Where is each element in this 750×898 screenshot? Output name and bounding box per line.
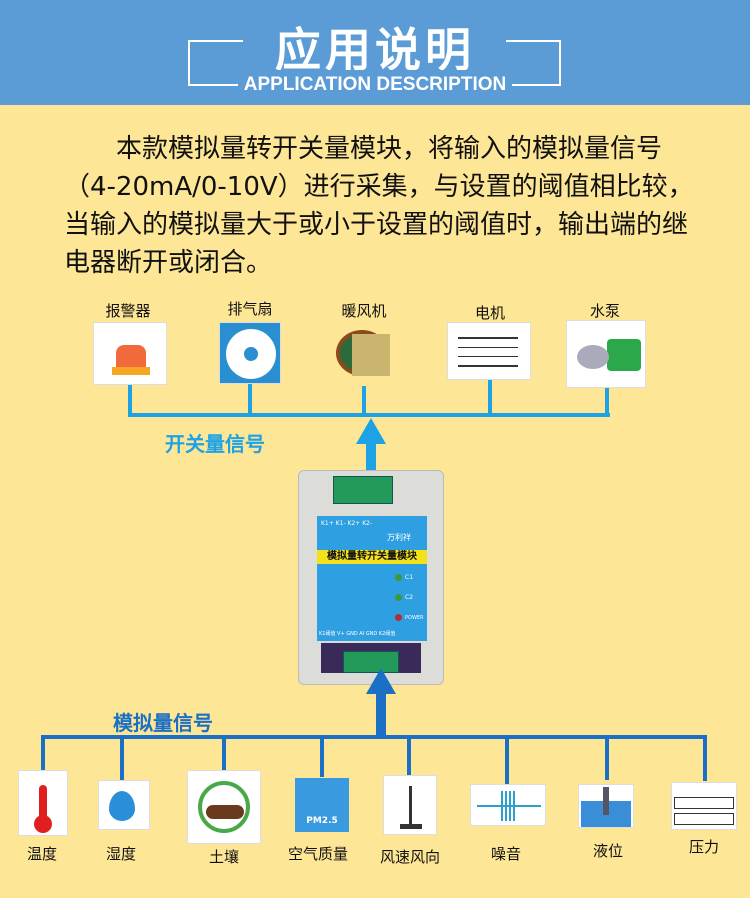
output-label-motor: 电机 — [474, 304, 505, 322]
module-face: K1+ K1- K2+ K2- 万利祥 模拟量转开关量模块 C1 C2 POWE… — [317, 516, 427, 641]
input-label-pressure: 压力 — [688, 838, 719, 856]
switch-signal-label: 开关量信号 — [165, 432, 265, 456]
humidity-drop-icon — [98, 780, 150, 830]
soil-icon — [187, 770, 261, 844]
title-bracket-left — [188, 40, 243, 86]
led-c1 — [395, 574, 402, 581]
motor-icon — [447, 322, 531, 380]
top-terminal-labels: K1+ K1- K2+ K2- — [321, 520, 373, 527]
output-label-pump: 水泵 — [589, 302, 620, 320]
exhaust-fan-icon — [219, 322, 281, 384]
alarm-icon — [93, 322, 167, 385]
input-label-soil: 土壤 — [208, 848, 239, 866]
input-label-humidity: 湿度 — [105, 845, 136, 863]
led-c1-label: C1 — [405, 574, 414, 581]
page-subtitle-text: APPLICATION DESCRIPTION — [243, 74, 507, 95]
heater-icon — [330, 322, 397, 386]
top-terminal-block — [333, 476, 393, 504]
output-label-alarm: 报警器 — [105, 302, 151, 320]
thermometer-icon — [18, 770, 68, 836]
led-c2 — [395, 594, 402, 601]
output-label-fan: 排气扇 — [227, 300, 273, 318]
output-arrow-shaft — [366, 440, 376, 485]
description: 本款模拟量转开关量模块，将输入的模拟量信号（4-20mA/0-10V）进行采集，… — [64, 134, 694, 278]
input-label-liquid-level: 液位 — [592, 842, 623, 860]
brand-label: 万利祥 — [387, 533, 411, 542]
output-bus-line — [128, 413, 610, 417]
pressure-icon — [671, 782, 737, 830]
water-pump-icon — [566, 320, 646, 388]
output-label-heater: 暖风机 — [341, 302, 387, 320]
bottom-terminal-labels: K1阈值 V+ GND AI GND K2阈值 — [319, 631, 396, 637]
module-name-label: 模拟量转开关量模块 — [317, 550, 427, 564]
led-c2-label: C2 — [405, 594, 414, 601]
input-label-noise: 噪音 — [490, 845, 521, 863]
arrow-up-icon — [366, 668, 396, 694]
pm25-label: PM2.5 — [306, 816, 338, 826]
arrow-up-icon — [356, 418, 386, 444]
wind-speed-direction-icon — [383, 775, 437, 835]
input-label-air-quality: 空气质量 — [287, 845, 348, 863]
noise-waveform-icon — [470, 784, 546, 826]
led-power-label: POWER — [405, 615, 424, 621]
analog-to-switch-module: K1+ K1- K2+ K2- 万利祥 模拟量转开关量模块 C1 C2 POWE… — [298, 470, 444, 685]
input-arrow-shaft — [376, 692, 386, 737]
analog-signal-label: 模拟量信号 — [113, 711, 213, 735]
input-label-temperature: 温度 — [26, 845, 57, 863]
led-power — [395, 614, 402, 621]
input-bus-line — [41, 735, 707, 739]
liquid-level-icon — [578, 784, 634, 828]
title-bracket-right — [506, 40, 561, 86]
input-label-wind: 风速风向 — [379, 848, 440, 866]
page-title: 应用说明 — [275, 23, 475, 77]
air-quality-icon: PM2.5 — [295, 778, 349, 832]
